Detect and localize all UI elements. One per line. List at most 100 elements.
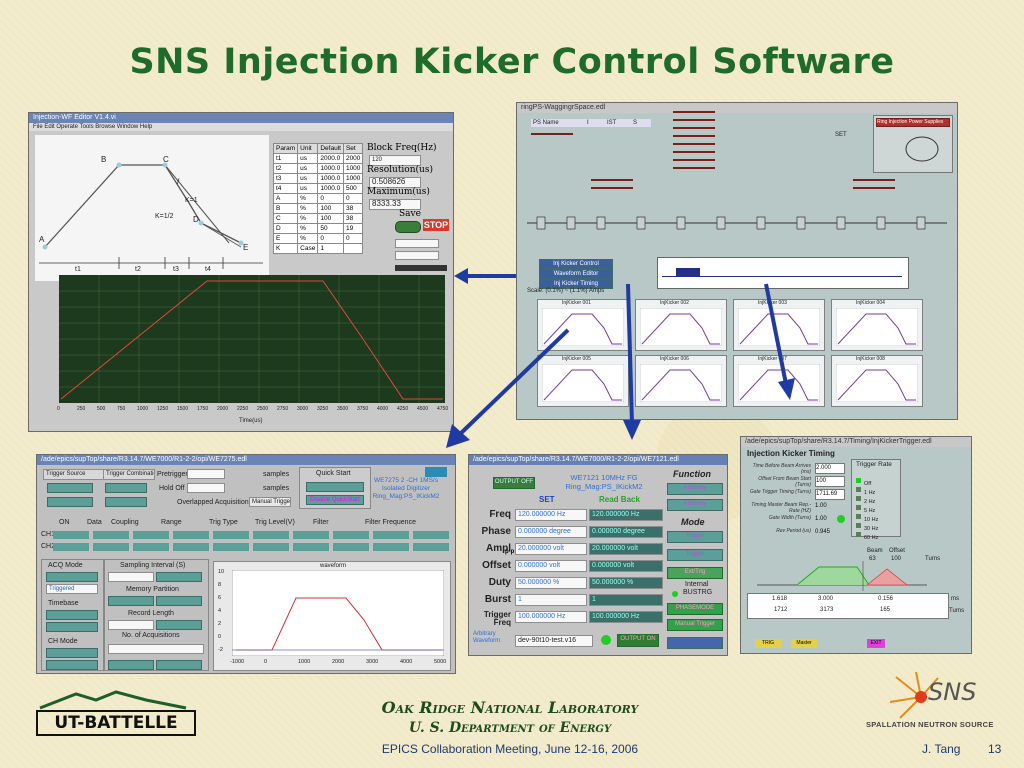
param-set-cell[interactable]: 0 (342, 193, 364, 204)
ps-field[interactable] (591, 187, 633, 189)
param-set-cell[interactable]: 2000 (342, 153, 364, 164)
fg-set-field[interactable]: 100.000000 Hz (515, 611, 587, 623)
scope-titlebar[interactable]: /ade/epics/supTop/share/R3.14.7/WE7000/R… (37, 455, 455, 465)
ps-field[interactable] (853, 187, 895, 189)
function-select[interactable]: Arbitrary (667, 483, 723, 495)
mode-select-2[interactable] (395, 251, 439, 260)
trigger-rate-option[interactable]: 1 Hz (856, 481, 875, 499)
fg-set-field[interactable]: 0.000000 volt (515, 560, 587, 572)
mini-chart-plot (836, 308, 918, 346)
inj-kicker-control-button[interactable]: Inj Kicker Control (539, 259, 613, 269)
inj-kicker-timing-button[interactable]: Inj Kicker Timing (539, 279, 613, 289)
channel-1-row[interactable] (53, 531, 449, 539)
output-off-button[interactable]: OUTPUT OFF (493, 477, 535, 489)
trig-button[interactable]: TRIG (755, 639, 781, 648)
param-set-cell[interactable]: 0 (342, 233, 364, 244)
enable-quickstart-button[interactable] (306, 482, 364, 492)
param-set-cell[interactable]: 1000 (342, 163, 364, 174)
param-set-cell[interactable]: 38 (342, 203, 364, 214)
param-set-cell[interactable]: 38 (342, 213, 364, 224)
trigger-combination-select-2[interactable] (105, 497, 147, 507)
trigger-rate-option[interactable]: 10 Hz (856, 508, 878, 526)
phase-mode-button[interactable]: PHASEMODE (667, 603, 723, 615)
curve-label-k1: K=1 (185, 197, 198, 204)
trigger-combination-select[interactable] (105, 483, 147, 493)
ps-field[interactable] (673, 111, 715, 113)
arb-file-field[interactable]: dev-90t10-test.v16 (515, 635, 593, 647)
ps-field[interactable] (853, 179, 895, 181)
trigger-source-select[interactable] (47, 483, 93, 493)
channel-2-row[interactable] (53, 543, 449, 551)
sampling-interval-select[interactable] (156, 572, 202, 582)
timing-row-value[interactable]: 1711.69 (815, 489, 845, 500)
ch-mode-select-2[interactable] (46, 660, 98, 670)
disable-quickstart-button[interactable]: Disable QuickStart (306, 495, 364, 505)
trigger-rate-option[interactable]: 60 Hz (856, 526, 878, 544)
num-acq-field[interactable] (108, 644, 204, 654)
pretrigger-field[interactable] (187, 469, 225, 479)
num-acq-select[interactable] (108, 660, 154, 670)
overview-titlebar[interactable]: ringPS-WaggingrSpace.edl (517, 103, 957, 113)
output-on-button[interactable]: OUTPUT ON (617, 634, 659, 647)
save-button[interactable] (395, 221, 421, 233)
record-length-field[interactable] (108, 620, 154, 630)
ps-field[interactable] (673, 167, 715, 169)
fg-set-field[interactable]: 120.000000 Hz (515, 509, 587, 521)
timebase-select-2[interactable] (46, 622, 98, 632)
fg-exit-button[interactable] (667, 637, 723, 649)
ps-field[interactable] (673, 127, 715, 129)
ps-field[interactable] (591, 179, 633, 181)
fg-set-field[interactable]: 1 (515, 594, 587, 606)
ps-field[interactable] (531, 133, 573, 135)
mode-trigger-select-2[interactable]: Trigger (667, 549, 723, 561)
fg-titlebar[interactable]: /ade/epics/supTop/share/R3.14.7/WE7000/R… (469, 455, 727, 465)
mode-trigger-select[interactable]: Trigger (667, 531, 723, 543)
editor-titlebar[interactable]: Injection-WF Editor V1.4.vi (29, 113, 453, 123)
exit-button[interactable]: EXIT (867, 639, 885, 648)
stop-button[interactable]: STOP (423, 219, 449, 231)
ext-trig-button[interactable]: Ext/Trig (667, 567, 723, 579)
kicker-mini-chart: InjKicker 008 (831, 355, 923, 407)
timing-row-value[interactable]: 2.000 (815, 463, 845, 474)
param-set-cell[interactable]: 500 (342, 183, 364, 194)
acq-mode-select[interactable] (46, 572, 98, 582)
param-set-cell[interactable]: 1000 (342, 173, 364, 184)
timing-titlebar[interactable]: /ade/epics/supTop/share/R3.14.7/Timing/I… (741, 437, 971, 447)
param-set-cell[interactable]: 19 (342, 223, 364, 234)
block-freq-field[interactable]: 120 (369, 155, 421, 166)
sampling-interval-field[interactable] (108, 572, 154, 582)
editor-menubar[interactable]: File Edit Operate Tools Browse Window He… (29, 123, 453, 131)
ch-mode-select[interactable] (46, 648, 98, 658)
ps-field[interactable] (673, 119, 715, 121)
ps-field[interactable] (673, 135, 715, 137)
fg-set-field[interactable]: 0.000000 degree (515, 526, 587, 538)
function-select-2[interactable]: Arbitrary (667, 499, 723, 511)
mode-select-1[interactable] (395, 239, 439, 248)
ps-field[interactable] (673, 159, 715, 161)
fg-set-field[interactable]: 50.000000 % (515, 577, 587, 589)
num-acq-select-2[interactable] (156, 660, 202, 670)
master-button[interactable]: Master (791, 639, 817, 648)
manual-trigger-button[interactable]: Manual Trigger (249, 497, 291, 507)
trigger-rate-option[interactable]: 30 Hz (856, 517, 878, 535)
holdoff-field[interactable] (187, 483, 225, 493)
timebase-select[interactable] (46, 610, 98, 620)
trigger-rate-option[interactable]: 2 Hz (856, 490, 875, 508)
memory-partition-select-2[interactable] (156, 596, 202, 606)
timing-row-value[interactable]: 100 (815, 476, 845, 487)
fg-set-field[interactable]: 20.000000 volt (515, 543, 587, 555)
trigger-rate-option[interactable]: Off (856, 472, 871, 490)
memory-partition-select[interactable] (108, 596, 154, 606)
trigger-rate-option[interactable]: 5 Hz (856, 499, 875, 517)
ps-field[interactable] (673, 143, 715, 145)
ps-field[interactable] (673, 151, 715, 153)
waveform-editor-button[interactable]: Waveform Editor (539, 269, 613, 279)
manual-trigger-button-fg[interactable]: Manual Trigger (667, 619, 723, 631)
curve-label-k12: K=1/2 (155, 213, 174, 220)
digitizer-window: /ade/epics/supTop/share/R3.14.7/WE7000/R… (36, 454, 456, 674)
param-set-cell[interactable] (342, 243, 364, 254)
record-length-select[interactable] (156, 620, 202, 630)
timeline-ms-label: ms (951, 596, 959, 602)
trigger-source-select-2[interactable] (47, 497, 93, 507)
